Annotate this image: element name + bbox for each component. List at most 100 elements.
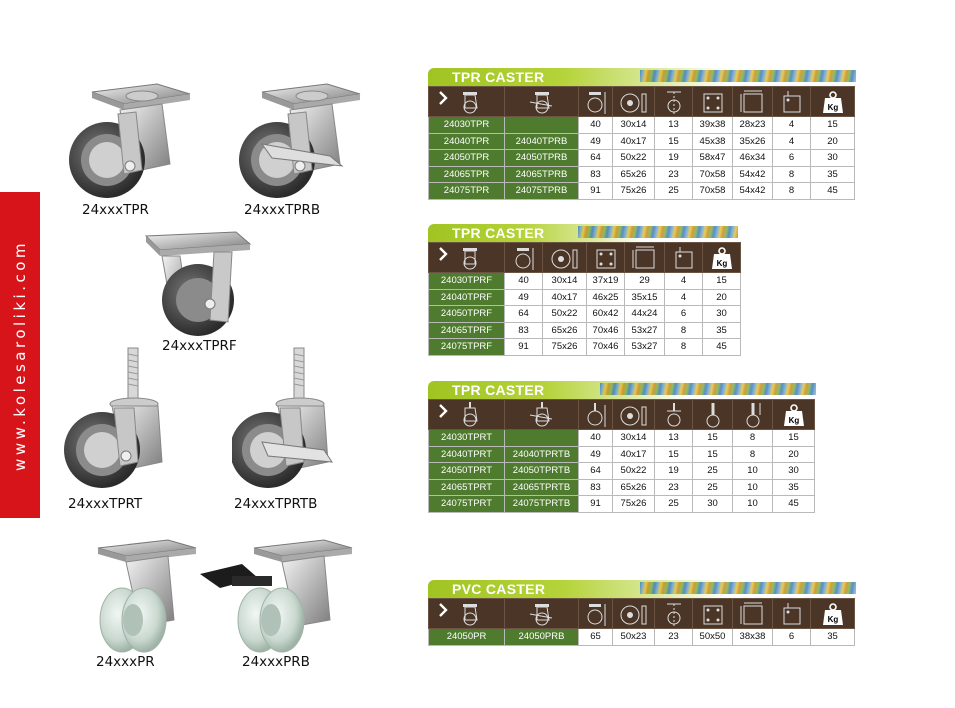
spec-value-cell: 30: [702, 305, 741, 323]
model-number-cell: 24030TPR: [428, 116, 505, 134]
spec-value-cell: 15: [654, 132, 693, 150]
swivel-caster-image: [69, 83, 191, 198]
product-label: 24xxxTPRT: [68, 496, 143, 512]
spec-value-cell: 35: [810, 628, 855, 646]
spec-value-cell: 46x25: [586, 288, 625, 306]
kg-label: Kg: [827, 103, 838, 112]
spec-value-cell: 4: [772, 132, 811, 150]
brake-wheel-icon: [504, 399, 579, 430]
spec-value-cell: 15: [654, 445, 693, 463]
brake-wheel-icon: [504, 598, 579, 629]
spec-value-cell: 49: [578, 445, 613, 463]
load-capacity-icon: Kg: [702, 242, 741, 273]
product-label: 24xxxTPRB: [244, 202, 321, 218]
product-clear-wheel-brake-caster: 24xxxPRB: [198, 536, 358, 670]
spec-value-cell: 23: [654, 478, 693, 496]
bolt-size-icon: [772, 86, 811, 117]
spec-value-cell: 15: [692, 445, 733, 463]
threaded-stem-caster-image: [64, 347, 163, 488]
model-number-cell: 24040TPRTB: [504, 445, 579, 463]
product-swivel-caster: 24xxxTPR: [62, 74, 202, 218]
spec-value-cell: 53x27: [624, 338, 665, 356]
spec-value-cell: 65x26: [612, 478, 655, 496]
model-number-cell: 24065TPR: [428, 165, 505, 183]
spec-value-cell: 70x46: [586, 321, 625, 339]
model-number-cell: 24030TPRT: [428, 429, 505, 447]
spec-value-cell: 20: [772, 445, 815, 463]
section-header: TPR CASTER: [428, 224, 740, 242]
kg-label: Kg: [788, 416, 799, 425]
height-icon: [578, 598, 613, 629]
spec-value-cell: 28x23: [732, 116, 773, 134]
spec-value-cell: 45: [702, 338, 741, 356]
spec-value-cell: 30: [772, 462, 815, 480]
height-icon: [578, 86, 613, 117]
spec-value-cell: 50x23: [612, 628, 655, 646]
bolt-size-icon: [772, 598, 811, 629]
spec-value-cell: 65x26: [542, 321, 587, 339]
spec-value-cell: 60x42: [586, 305, 625, 323]
section-header: TPR CASTER: [428, 381, 818, 399]
spec-value-cell: 50x22: [542, 305, 587, 323]
wheel-size-icon: [612, 598, 655, 629]
spec-value-cell: 50x50: [692, 628, 733, 646]
spec-value-cell: 44x24: [624, 305, 665, 323]
spec-value-cell: 91: [504, 338, 543, 356]
section-title: PVC CASTER: [452, 581, 546, 597]
product-label: 24xxxTPRF: [162, 338, 237, 354]
spec-value-cell: 8: [732, 429, 773, 447]
model-number-cell: [504, 429, 579, 447]
product-label: 24xxxTPR: [82, 202, 149, 218]
spec-value-cell: 64: [578, 149, 613, 167]
spec-value-cell: 70x46: [586, 338, 625, 356]
fixed-wheel-icon: [428, 242, 505, 273]
spec-value-cell: 30x14: [612, 116, 655, 134]
icon-header-row: Kg: [428, 242, 741, 273]
load-capacity-icon: Kg: [810, 86, 855, 117]
spec-value-cell: 20: [810, 132, 855, 150]
wheel-size-icon: [542, 242, 587, 273]
model-number-cell: 24065TPRT: [428, 478, 505, 496]
spec-value-cell: 4: [664, 288, 703, 306]
hole-spacing-icon: [624, 242, 665, 273]
spec-value-cell: 64: [504, 305, 543, 323]
offset-icon: [654, 598, 693, 629]
spec-value-cell: 54x42: [732, 165, 773, 183]
spec-value-cell: 6: [664, 305, 703, 323]
kg-label: Kg: [827, 615, 838, 624]
spec-value-cell: 46x34: [732, 149, 773, 167]
spec-value-cell: 15: [692, 429, 733, 447]
model-number-cell: 24040TPRT: [428, 445, 505, 463]
threaded-stem-brake-caster-image: [232, 347, 333, 488]
spec-value-cell: 29: [624, 272, 665, 290]
spec-value-cell: 8: [772, 182, 811, 200]
spec-value-cell: 40: [578, 116, 613, 134]
model-number-cell: 24075TPR: [428, 182, 505, 200]
clear-wheel-brake-caster-image: [200, 539, 353, 653]
model-number-cell: 24050PR: [428, 628, 505, 646]
hole-spacing-icon: [732, 598, 773, 629]
spec-value-cell: 35: [702, 321, 741, 339]
section-title: TPR CASTER: [452, 225, 545, 241]
spec-value-cell: 35x15: [624, 288, 665, 306]
spec-value-cell: 23: [654, 165, 693, 183]
spec-value-cell: 75x26: [612, 495, 655, 513]
brake-wheel-icon: [504, 86, 579, 117]
spec-value-cell: 6: [772, 149, 811, 167]
spec-value-cell: 40: [578, 429, 613, 447]
spec-value-cell: 10: [732, 495, 773, 513]
bolt-size-icon: [664, 242, 703, 273]
